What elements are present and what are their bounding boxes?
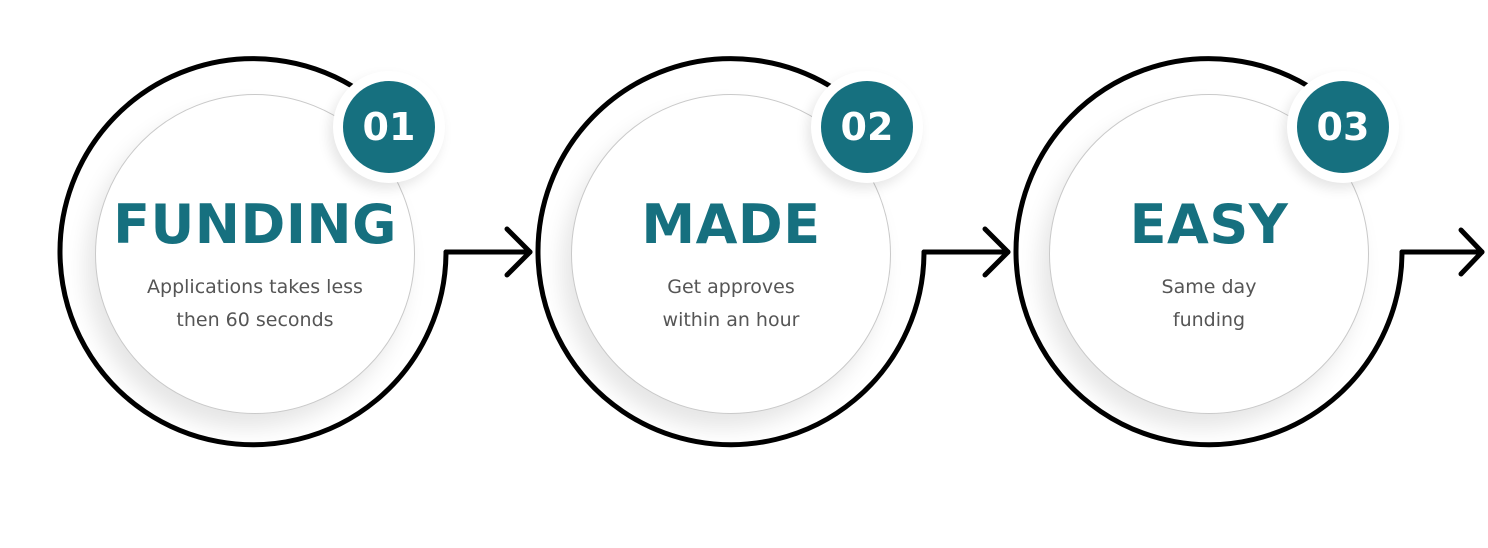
step-description: Applications takes less then 60 seconds — [126, 271, 384, 337]
step-3-outline-ring — [1013, 56, 1405, 448]
step-description-line: Get approves — [667, 276, 795, 298]
step-description-line: then 60 seconds — [176, 309, 334, 331]
step-title: MADE — [641, 193, 821, 256]
step-number-badge: 01 — [333, 71, 445, 183]
step-description-line: Applications takes less — [147, 276, 363, 298]
step-number: 03 — [1297, 81, 1389, 173]
step-description: Get approves within an hour — [602, 271, 860, 337]
step-1-outline-ring — [57, 56, 449, 448]
step-description: Same day funding — [1080, 271, 1338, 337]
step-number-badge: 02 — [811, 71, 923, 183]
step-description-line: funding — [1172, 309, 1246, 331]
arrow-right-icon — [504, 226, 533, 278]
arrow-right-icon — [1458, 227, 1485, 277]
step-title: EASY — [1129, 193, 1289, 256]
arrow-right-icon — [982, 226, 1011, 278]
step-number: 02 — [821, 81, 913, 173]
step-title: FUNDING — [113, 193, 397, 256]
step-2-outline-ring — [535, 56, 927, 448]
step-number: 01 — [343, 81, 435, 173]
step-description-line: within an hour — [662, 309, 800, 331]
step-number-badge: 03 — [1287, 71, 1399, 183]
step-description-line: Same day — [1161, 276, 1257, 298]
